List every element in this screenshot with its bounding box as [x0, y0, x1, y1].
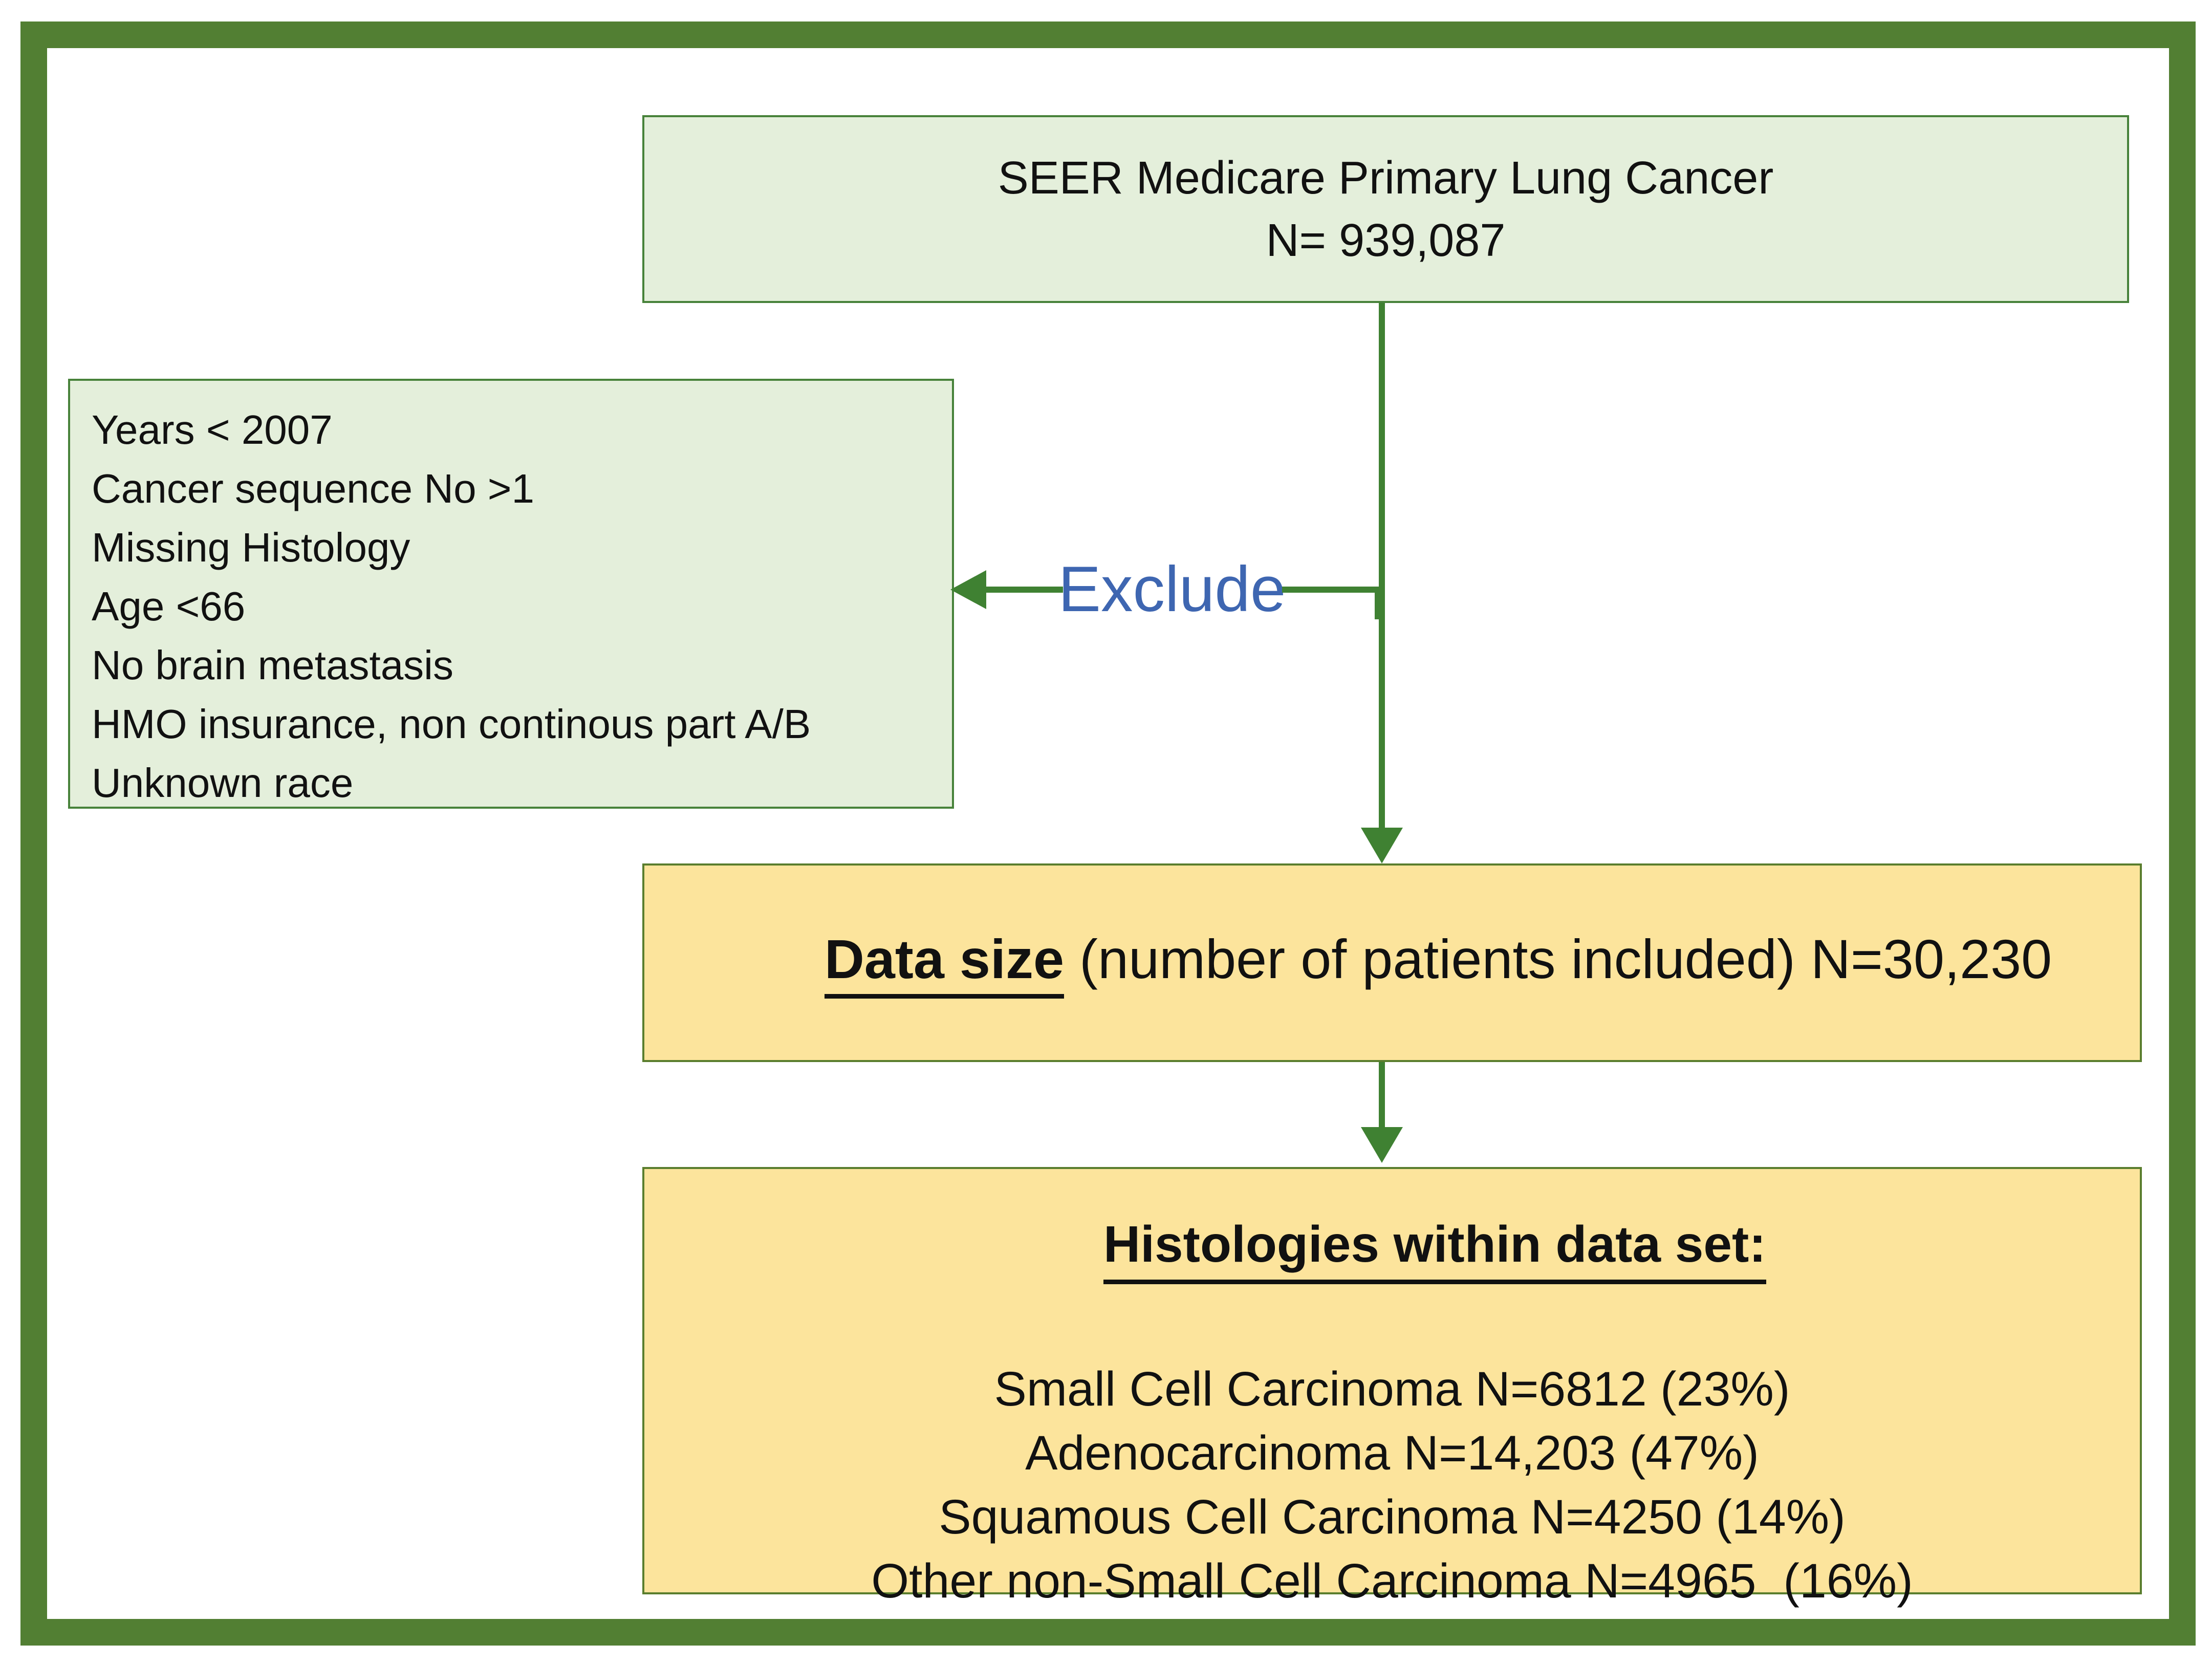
histology-item: Adenocarcinoma N=14,203 (47%): [1025, 1425, 1759, 1480]
connector-vertical-line: [1379, 303, 1385, 829]
histology-header: Histologies within data set:: [1018, 1149, 1766, 1348]
outer-border-frame: [20, 21, 2196, 1646]
exclusion-criterion: HMO insurance, non continous part A/B: [92, 701, 811, 747]
histology-item: Other non-Small Cell Carcinoma N=4965 (1…: [871, 1553, 1913, 1608]
exclusion-criterion: Years < 2007: [92, 407, 333, 452]
histology-box: Histologies within data set: Small Cell …: [642, 1167, 2142, 1608]
arrow-left-icon: [950, 570, 986, 609]
connector-vertical-line: [1379, 1062, 1385, 1129]
arrow-down-icon: [1361, 1127, 1403, 1163]
exclusion-criterion: Missing Histology: [92, 525, 410, 570]
exclude-arrow-line-left: [986, 587, 1063, 593]
histology-item: Squamous Cell Carcinoma N=4250 (14%): [939, 1489, 1846, 1544]
exclusion-criterion: Cancer sequence No >1: [92, 466, 534, 511]
exclude-label: Exclude: [1058, 554, 1286, 625]
exclusion-criterion: Age <66: [92, 583, 246, 629]
histology-item: Small Cell Carcinoma N=6812 (23%): [994, 1361, 1790, 1416]
data-size-detail: (number of patients included) N=30,230: [1064, 928, 2052, 990]
data-size-title: Data size: [824, 927, 1065, 999]
exclusion-criterion: Unknown race: [92, 760, 354, 806]
data-size-box: Data size (number of patients included) …: [642, 863, 2142, 1062]
histology-header-text: Histologies within data set:: [1103, 1213, 1766, 1284]
seer-source-title: SEER Medicare Primary Lung Cancer: [997, 152, 1774, 204]
connector-junction-tick: [1375, 593, 1382, 619]
data-size-text: Data size (number of patients included) …: [732, 863, 2052, 1063]
exclude-arrow-line-right: [1282, 587, 1382, 593]
arrow-down-icon: [1361, 828, 1403, 863]
seer-source-count: N= 939,087: [1266, 214, 1506, 266]
exclusion-criteria-box: Years < 2007 Cancer sequence No >1 Missi…: [68, 379, 954, 809]
exclusion-criterion: No brain metastasis: [92, 642, 453, 688]
seer-source-box: SEER Medicare Primary Lung Cancer N= 939…: [642, 115, 2129, 303]
